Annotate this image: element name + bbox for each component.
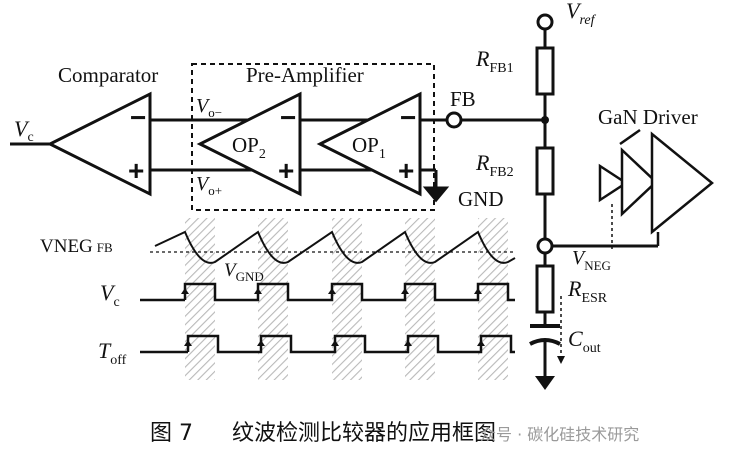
op2-triangle [196, 91, 302, 197]
figure-title: 纹波检测比较器的应用框图 [232, 421, 496, 446]
rfb2-label: RFB2 [475, 150, 514, 180]
vref-label: Vref [566, 0, 597, 28]
hatch-band-3 [332, 218, 362, 380]
vo-plus-label: Vo+ [196, 173, 222, 198]
hatch-band-4 [405, 218, 435, 380]
op2-plus-sign: + [278, 155, 294, 186]
rfb1-resistor [535, 46, 555, 96]
comparator-label: Comparator [58, 63, 158, 87]
op1-plus-sign: + [398, 155, 414, 186]
gan-driver-label: GaN Driver [598, 105, 698, 129]
hatch-band-2 [258, 218, 288, 380]
toff-hatch-bands [185, 218, 508, 380]
watermark-text: 众号 · 碳化硅技术研究 [480, 425, 639, 444]
op1-triangle [316, 91, 422, 197]
vo-minus-label: Vo− [196, 95, 222, 120]
cout-arrow-head [557, 356, 565, 364]
vnegfb-ripple-wave [154, 230, 516, 264]
feedback-divider-wires [543, 30, 658, 376]
hatch-band-1 [185, 218, 215, 380]
wave-vc-label: Vc [100, 280, 120, 310]
fb-label: FB [450, 87, 476, 111]
wave-toff-label: Toff [98, 338, 127, 368]
vneg-node [536, 237, 554, 255]
vc-pulse-arrows [181, 288, 482, 294]
gnd-symbol-cout [535, 376, 555, 390]
op2-label: OP2 [232, 133, 266, 162]
fb-node [445, 111, 463, 129]
op1-label: OP1 [352, 133, 386, 162]
comparator-minus-sign: − [130, 102, 146, 133]
toff-pulse-arrows [184, 340, 485, 346]
fb-junction-dot [541, 116, 549, 124]
gnd-symbol-preamp [422, 186, 450, 203]
op1-minus-sign: − [400, 102, 416, 133]
wave-vgnd-label: VGND [224, 260, 264, 284]
vref-terminal [536, 13, 554, 31]
resr-resistor [535, 264, 555, 314]
vneg-label: VNEG [572, 247, 611, 273]
comparator-triangle [46, 91, 152, 197]
cout-capacitor [529, 324, 561, 346]
vc-input-label: Vc [14, 116, 34, 145]
pre-amplifier-box [191, 63, 435, 211]
gnd-label: GND [458, 187, 504, 211]
pre-amplifier-label: Pre-Amplifier [246, 63, 364, 87]
rfb2-resistor [535, 146, 555, 196]
op2-minus-sign: − [280, 102, 296, 133]
hatch-band-5 [478, 218, 508, 380]
gan-driver-icon [598, 128, 714, 250]
cout-label: Cout [568, 326, 601, 356]
resr-label: RESR [567, 276, 608, 306]
rfb1-label: RFB1 [475, 46, 514, 76]
comparator-plus-sign: + [128, 155, 144, 186]
figure-number: 图 7 [150, 421, 193, 446]
